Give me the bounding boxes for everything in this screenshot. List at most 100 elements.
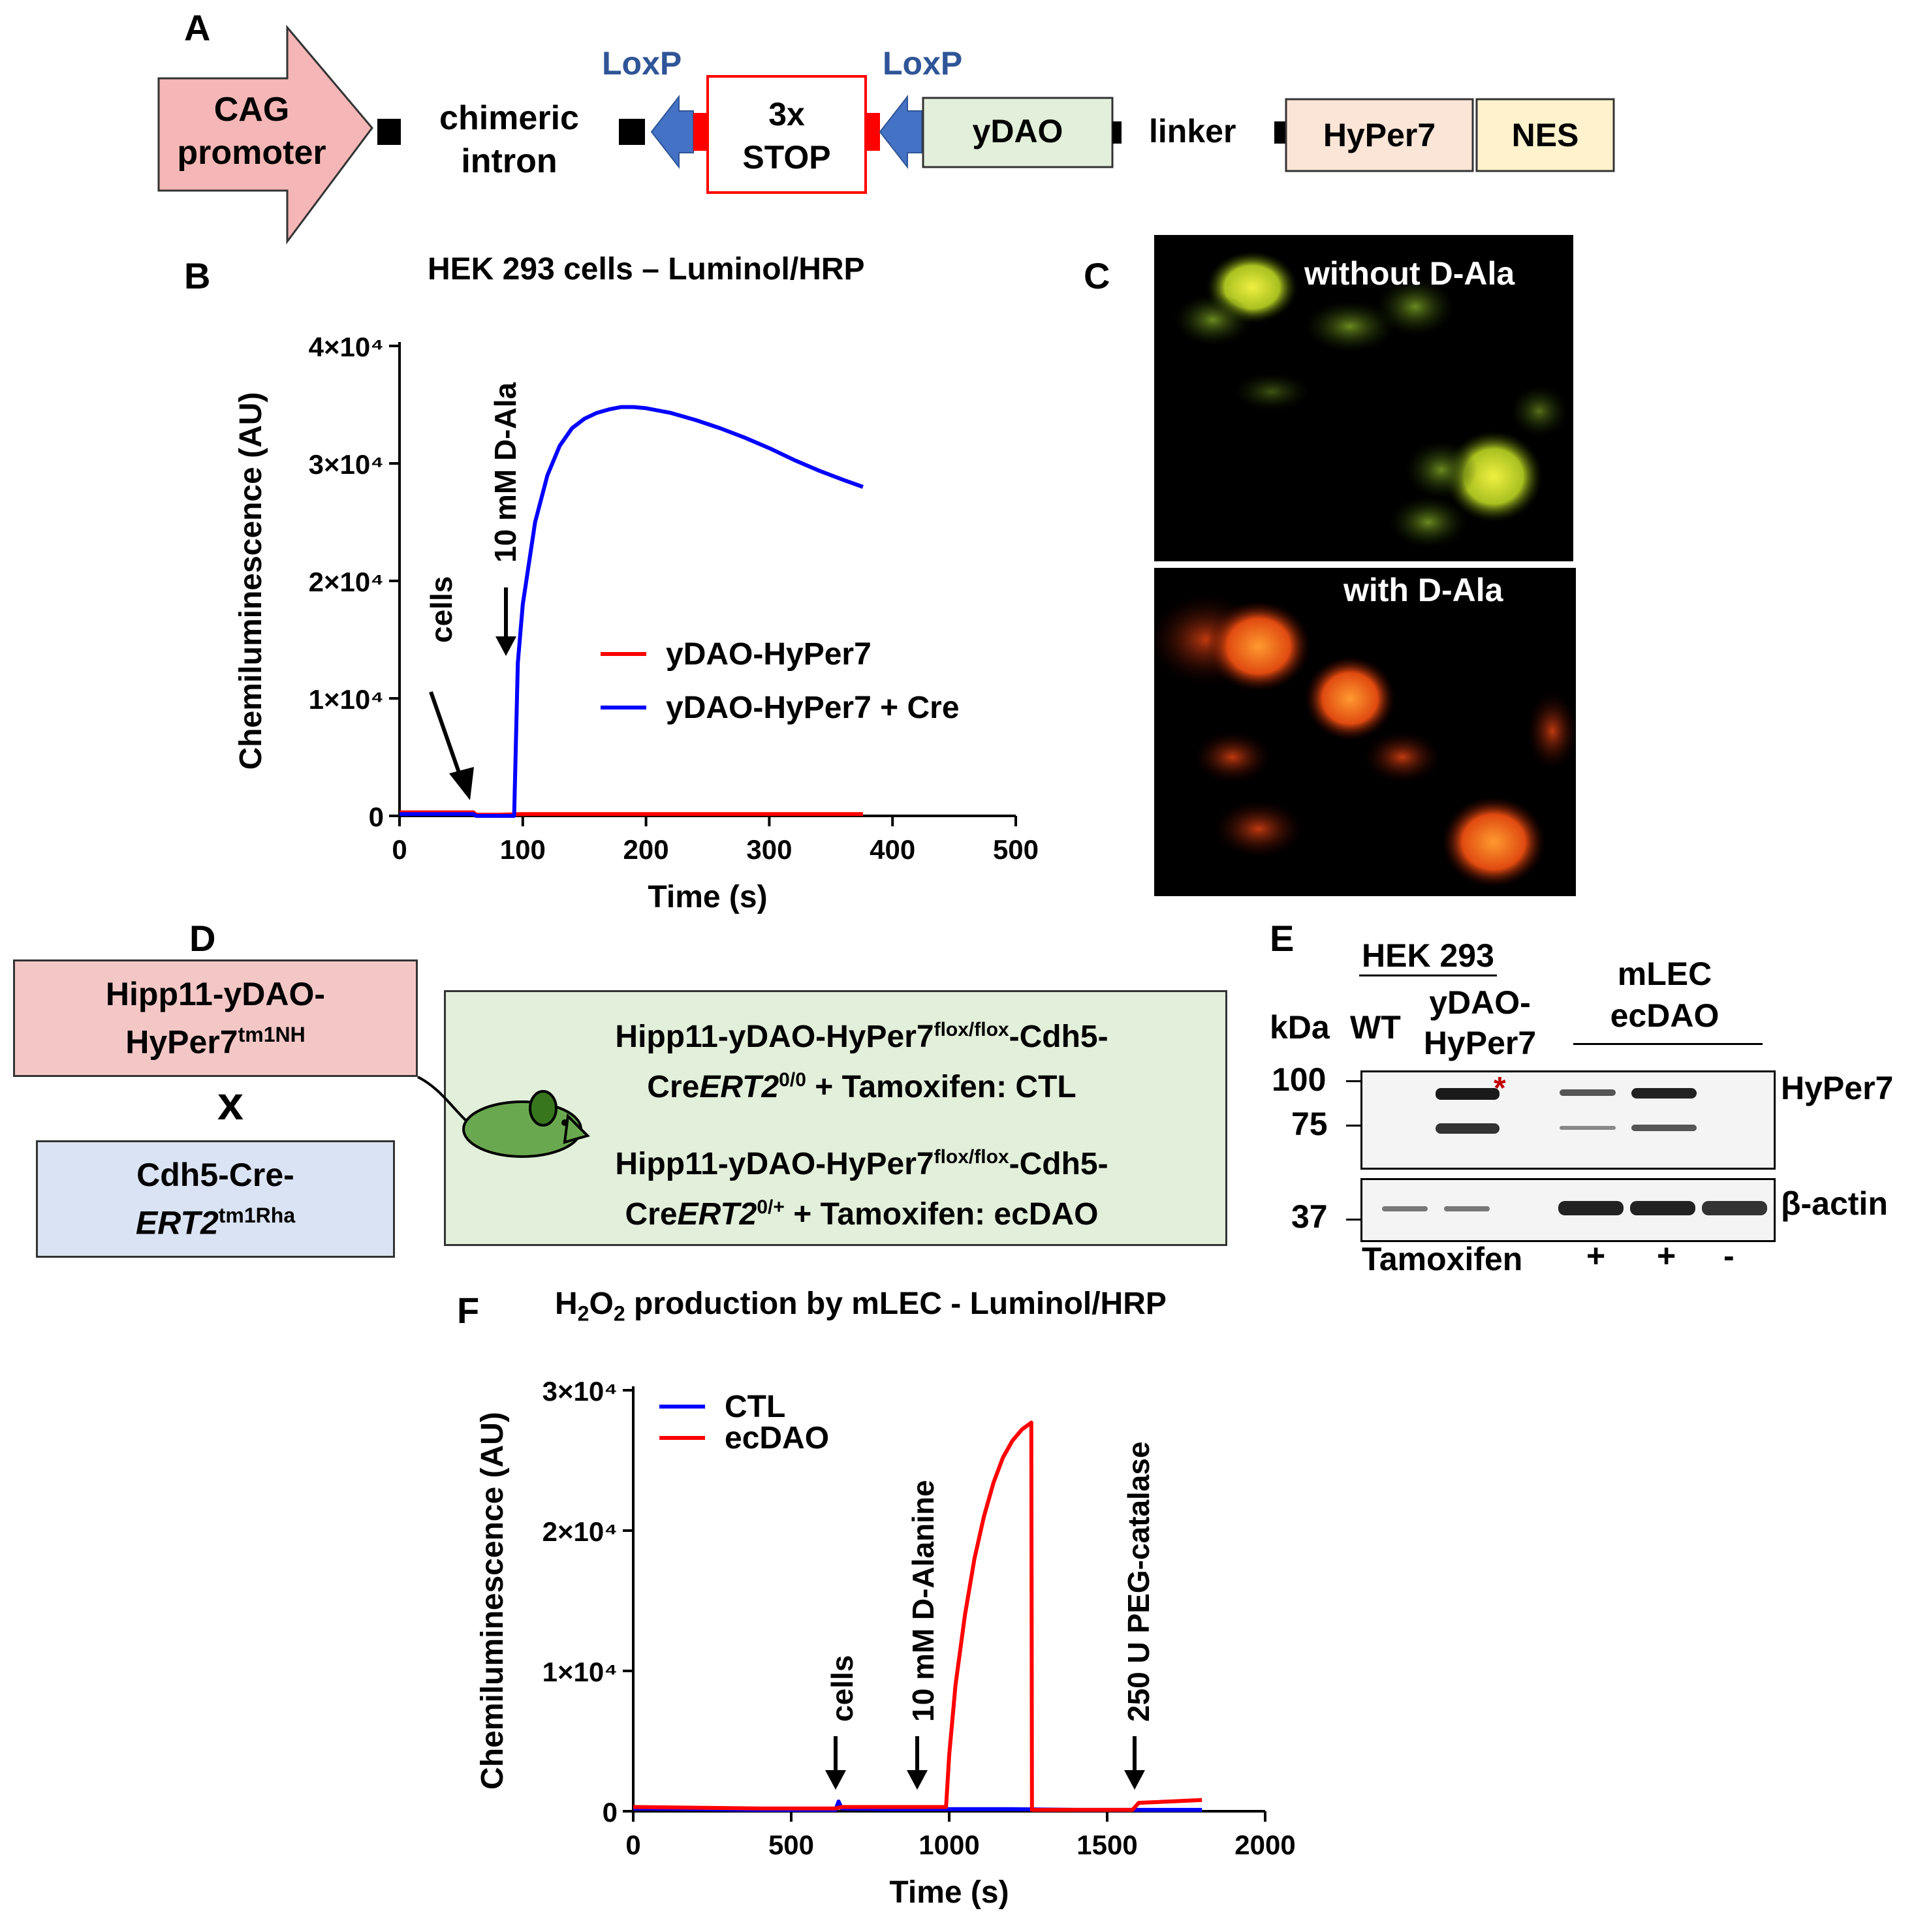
y-tick-label: 4×10⁴	[309, 332, 384, 362]
legend-label-0: CTL	[725, 1390, 785, 1424]
x-tick-label: 1500	[1076, 1830, 1137, 1860]
panel-label-d: D	[189, 918, 216, 959]
chart-f-title: H2O2 production by mLEC - Luminol/HRP	[555, 1286, 1167, 1326]
x-tick-label: 2000	[1234, 1830, 1295, 1860]
loxp-label-2: LoxP	[883, 45, 963, 82]
micrograph-without-dala-cells	[1174, 251, 1569, 548]
blot-hyper7-bands	[1436, 1088, 1697, 1134]
y-tick-label: 0	[369, 802, 384, 832]
panel-label-c: C	[1084, 255, 1110, 296]
tamoxifen-lane3: -	[1723, 1238, 1735, 1274]
arrow-dala-head	[495, 636, 516, 656]
band-label-actin: β-actin	[1781, 1185, 1888, 1222]
tamoxifen-lane1: +	[1586, 1238, 1606, 1274]
panel-label-a: A	[184, 7, 211, 48]
y-axis-label: Chemiluminescence (AU)	[475, 1412, 510, 1790]
loxp-label-1: LoxP	[602, 45, 682, 82]
kda-label: kDa	[1270, 1009, 1330, 1046]
legend-label-1: ecDAO	[725, 1421, 829, 1456]
x-tick-label: 100	[500, 834, 546, 865]
panel-label-b: B	[184, 255, 211, 296]
mlec-underline	[1573, 1043, 1763, 1045]
x-tick-label: 300	[746, 834, 792, 865]
legend-label-0: yDAO-HyPer7	[666, 637, 872, 672]
x-axis-label: Time (s)	[889, 1875, 1009, 1910]
marker-tick-75	[1346, 1125, 1360, 1127]
genotype-ecdao: Hipp11-yDAO-HyPer7flox/flox-Cdh5- CreERT…	[615, 1146, 1108, 1232]
tamoxifen-label: Tamoxifen	[1362, 1241, 1523, 1277]
panel-label-e: E	[1270, 918, 1295, 959]
marker-after-ydao	[1112, 121, 1122, 144]
x-tick-label: 200	[623, 834, 669, 865]
annotation-catalase-f: 250 U PEG-catalase	[1122, 1441, 1155, 1722]
chart-b: 0 1×10⁴ 2×10⁴ 3×10⁴ 4×10⁴ 0 100 200 300 400 500Tim…	[234, 332, 1039, 914]
arrow-cells-shaft	[429, 691, 463, 779]
annotation-dala-f: 10 mM D-Alanine	[906, 1480, 940, 1722]
x-tick-label: 500	[993, 834, 1039, 865]
construct-diagram	[157, 24, 1615, 245]
series-line-1	[400, 405, 864, 818]
x-tick-label: 0	[392, 834, 407, 865]
linker-label: linker	[1149, 113, 1236, 149]
loxp-arrow-1	[650, 95, 694, 169]
arrow-cells-head	[449, 767, 474, 800]
micrograph-with-dala: with D-Ala	[1154, 568, 1576, 896]
nonspecific-band-asterisk: *	[1494, 1071, 1506, 1106]
caption-with-dala: with D-Ala	[1343, 572, 1503, 608]
annotation-cells: cells	[424, 576, 458, 643]
cross-symbol: x	[217, 1078, 244, 1130]
micrograph-without-dala: without D-Ala	[1154, 235, 1573, 561]
y-tick-label: 2×10⁴	[542, 1516, 618, 1547]
y-tick-label: 3×10⁴	[542, 1376, 618, 1407]
strain-hipp11-box: Hipp11-yDAO- HyPer7tm1NH	[13, 959, 418, 1077]
band-label-hyper7: HyPer7	[1781, 1070, 1894, 1106]
marker-before-hyper7	[1274, 121, 1286, 144]
nes-box	[1475, 98, 1615, 172]
tamoxifen-lane2: +	[1657, 1238, 1676, 1274]
chart-b-title: HEK 293 cells – Luminol/HRP	[428, 252, 865, 287]
ydao-box	[922, 97, 1114, 168]
marker-37: 37	[1291, 1198, 1328, 1235]
blot-actin-bands	[1382, 1201, 1767, 1215]
y-tick-label: 3×10⁴	[309, 449, 384, 480]
hyper7-label: HyPer7	[1323, 117, 1436, 153]
series-line-1	[633, 1420, 1202, 1812]
hek-header: HEK 293	[1359, 937, 1497, 976]
x-axis-label: Time (s)	[648, 880, 767, 914]
lane-wt-label: WT	[1350, 1009, 1401, 1046]
lane-ydao-label: yDAO-HyPer7	[1423, 984, 1537, 1061]
marker-before-loxp1	[619, 119, 645, 145]
genotype-ctl: Hipp11-yDAO-HyPer7flox/flox-Cdh5- CreERT…	[615, 1019, 1108, 1104]
x-tick-label: 500	[768, 1830, 814, 1860]
marker-100: 100	[1272, 1061, 1327, 1098]
cag-promoter-arrow	[157, 24, 373, 245]
caption-without-dala: without D-Ala	[1304, 255, 1515, 292]
ydao-label: yDAO	[972, 113, 1063, 149]
y-tick-label: 0	[603, 1797, 618, 1828]
strain-cdh5-box: Cdh5-Cre- ERT2tm1Rha	[36, 1140, 395, 1258]
legend-label-1: yDAO-HyPer7 + Cre	[666, 691, 960, 725]
blot-actin	[1360, 1178, 1776, 1242]
loxp-arrow-2	[879, 95, 922, 169]
blot-hyper7	[1360, 1070, 1776, 1170]
annotation-cells-f: cells	[825, 1655, 859, 1722]
loxp-red-1	[693, 113, 708, 151]
y-tick-label: 2×10⁴	[309, 567, 384, 597]
y-axis-label: Chemiluminescence (AU)	[234, 392, 268, 770]
mouse-icon	[417, 1076, 590, 1158]
marker-75: 75	[1291, 1106, 1328, 1142]
intron-marker-left	[377, 119, 401, 145]
arrow-cells-f-head	[825, 1770, 846, 1790]
x-tick-label: 0	[625, 1830, 640, 1860]
y-tick-label: 1×10⁴	[309, 684, 384, 715]
x-tick-label: 1000	[919, 1830, 979, 1860]
y-tick-label: 1×10⁴	[542, 1657, 618, 1687]
arrow-catalase-f-head	[1124, 1770, 1145, 1790]
hyper7-box	[1285, 98, 1474, 172]
x-tick-label: 400	[870, 834, 915, 865]
